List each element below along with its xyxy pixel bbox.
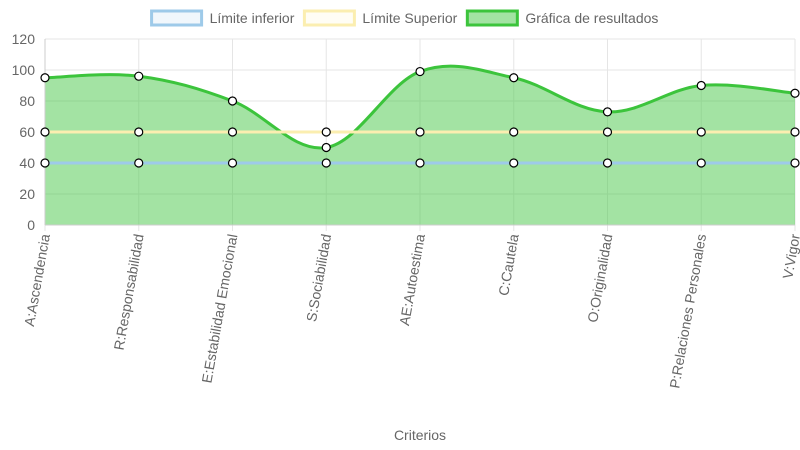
data-point[interactable]	[509, 127, 519, 137]
legend-label[interactable]: Gráfica de resultados	[525, 10, 658, 26]
data-point[interactable]	[40, 127, 50, 137]
y-tick-label: 120	[12, 31, 36, 47]
data-point[interactable]	[415, 158, 425, 168]
legend: Límite inferior Límite Superior Gráfica de…	[150, 9, 658, 27]
data-point[interactable]	[696, 158, 706, 168]
data-point[interactable]	[40, 73, 50, 83]
legend-swatch[interactable]	[465, 9, 519, 27]
data-point[interactable]	[790, 158, 800, 168]
legend-swatch[interactable]	[150, 9, 204, 27]
x-tick-label: AE:Autoestima	[396, 233, 428, 327]
y-tick-label: 100	[12, 62, 36, 78]
data-point[interactable]	[227, 158, 238, 168]
points-layer	[40, 66, 800, 168]
data-point[interactable]	[134, 127, 144, 137]
x-tick-label: A:Ascendencia	[21, 233, 53, 328]
data-point[interactable]	[790, 127, 800, 137]
y-tick-label: 80	[19, 93, 35, 109]
data-point[interactable]	[415, 127, 425, 137]
data-point[interactable]	[321, 158, 331, 168]
data-point[interactable]	[134, 71, 144, 81]
data-point[interactable]	[696, 80, 706, 91]
series-area	[45, 66, 795, 226]
data-point[interactable]	[509, 158, 519, 168]
data-point[interactable]	[790, 88, 800, 98]
x-tick-label: P:Relaciones Personales	[666, 233, 709, 390]
data-point[interactable]	[509, 73, 519, 83]
data-point[interactable]	[602, 107, 613, 117]
y-tick-label: 40	[19, 155, 35, 171]
x-tick-label: E:Estabilidad Emocional	[198, 233, 240, 384]
x-tick-label: V:Vigor	[779, 232, 800, 280]
x-tick-label: C:Cautela	[495, 233, 522, 297]
data-point[interactable]	[227, 127, 238, 137]
legend-label[interactable]: Límite Superior	[362, 10, 457, 26]
legend-label[interactable]: Límite inferior	[210, 10, 295, 26]
data-point[interactable]	[415, 66, 425, 77]
y-tick-label: 0	[27, 217, 35, 233]
y-tick-label: 20	[19, 186, 35, 202]
data-point[interactable]	[40, 158, 50, 168]
x-tick-label: R:Responsabilidad	[111, 233, 147, 352]
data-point[interactable]	[602, 127, 613, 137]
y-tick-label: 60	[19, 124, 35, 140]
x-tick-label: O:Originalidad	[584, 233, 615, 324]
data-point[interactable]	[602, 158, 613, 168]
data-point[interactable]	[227, 96, 238, 106]
x-tick-label: S:Sociabilidad	[303, 233, 334, 323]
legend-swatch[interactable]	[302, 9, 356, 27]
x-axis-title: Criterios	[394, 427, 446, 443]
series-layer	[44, 64, 796, 226]
data-point[interactable]	[321, 127, 331, 137]
data-point[interactable]	[696, 127, 706, 137]
data-point[interactable]	[321, 142, 331, 153]
data-point[interactable]	[134, 158, 144, 168]
